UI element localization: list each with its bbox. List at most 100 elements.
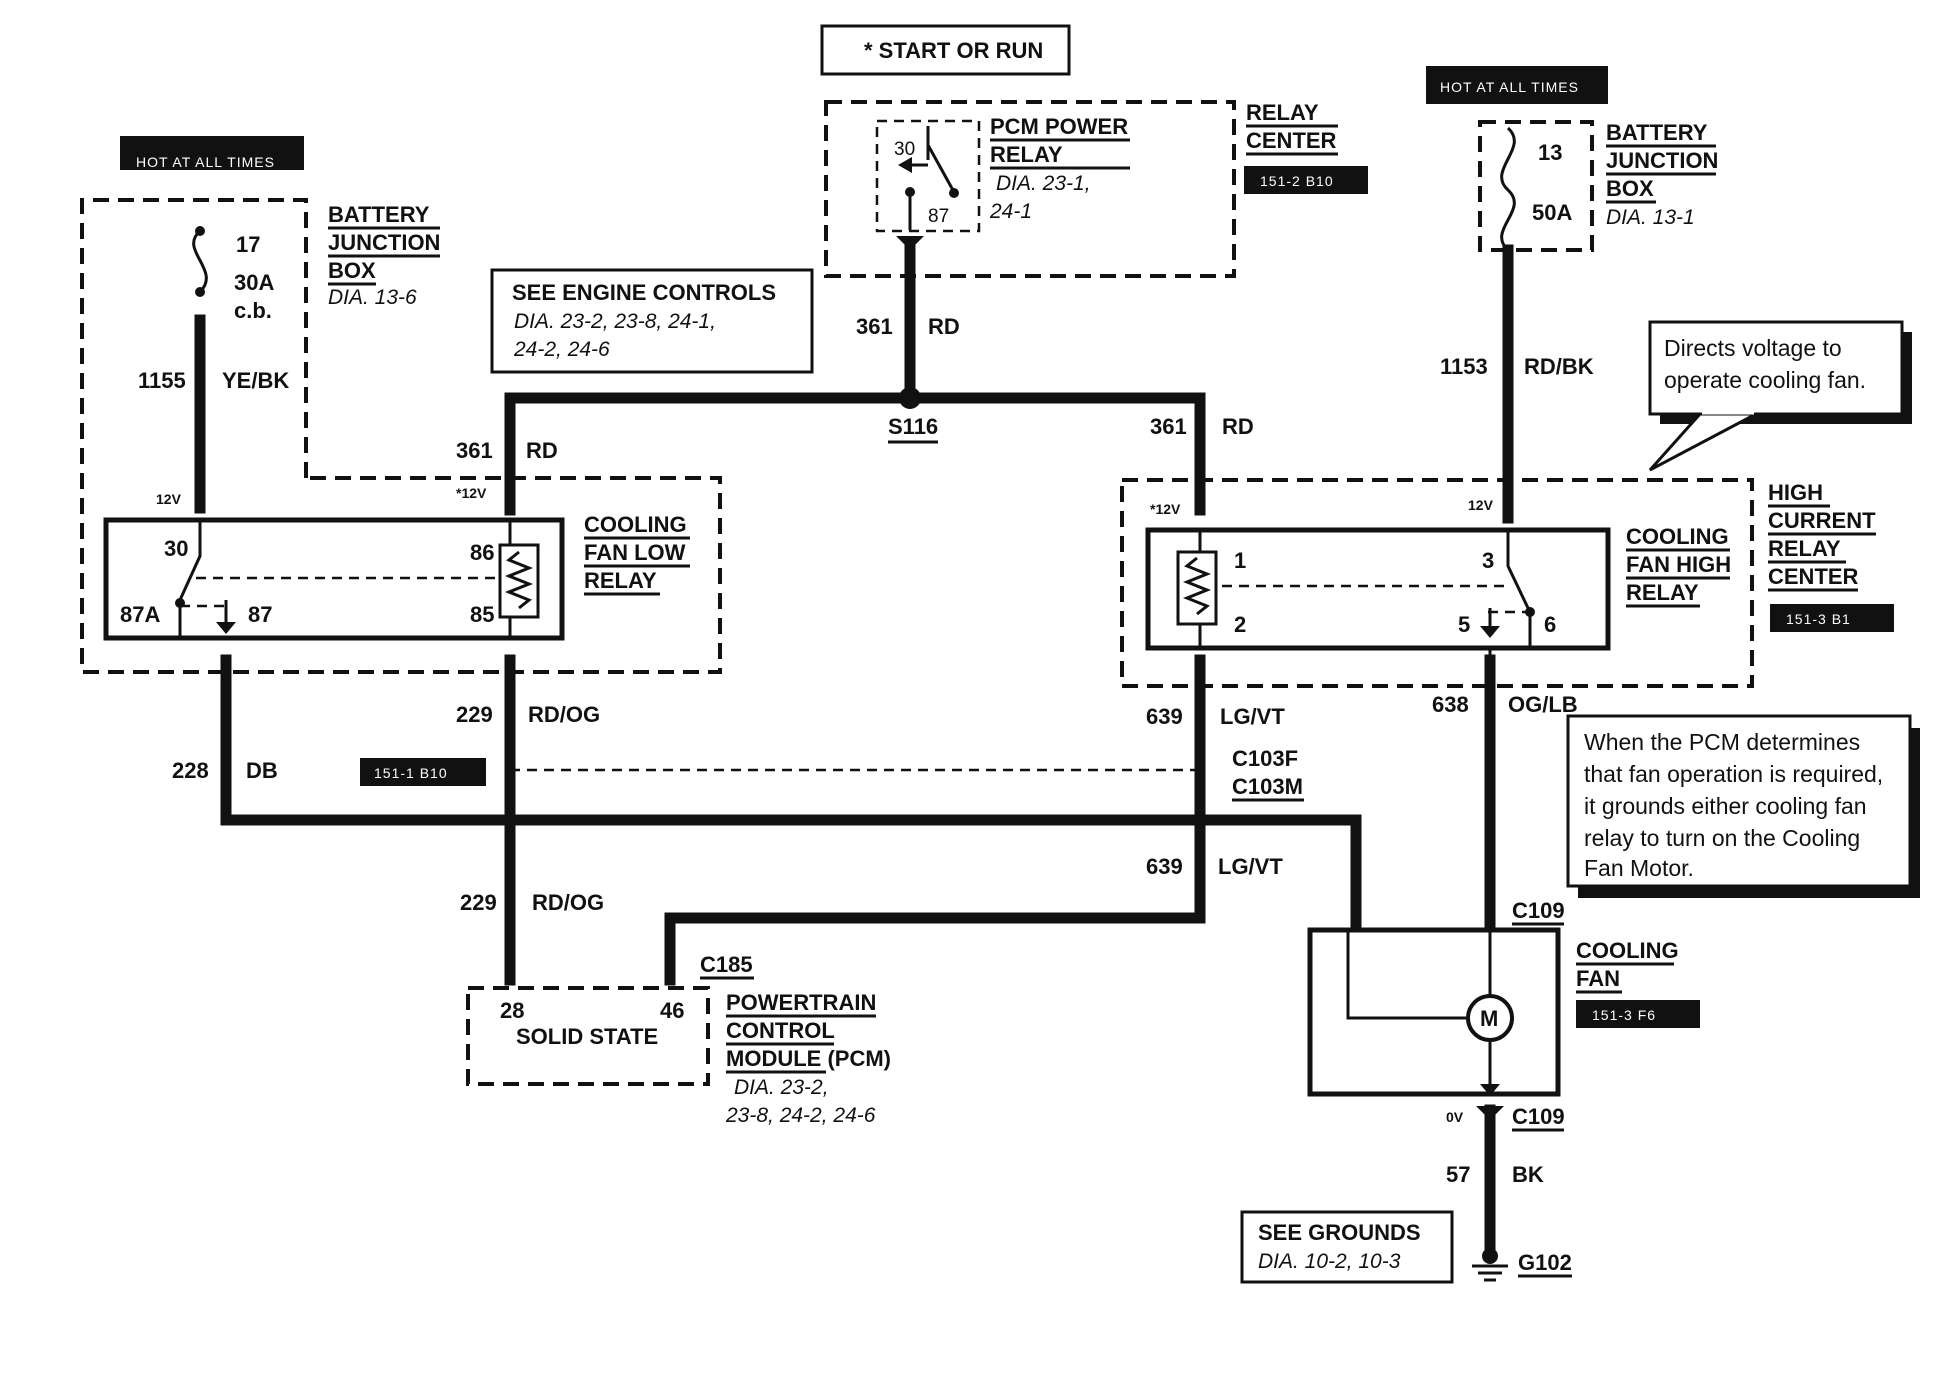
relay-center-line2: CENTER — [1246, 128, 1337, 153]
wire-1153-num: 1153 — [1440, 354, 1488, 379]
connector-c103m: C103M — [1232, 774, 1303, 799]
pcm-dia1: DIA. 23-2, — [734, 1076, 829, 1099]
low-relay-12v-star: *12V — [456, 485, 487, 501]
bjb-left-line1: BATTERY — [328, 202, 430, 227]
relay-center-box: 30 87 PCM POWER RELAY DIA. 23-1, 24-1 RE… — [824, 100, 1368, 278]
engine-controls-dia2: 24-2, 24-6 — [513, 338, 610, 361]
connector-c109-bot: C109 — [1512, 1104, 1565, 1129]
low-relay-12v: 12V — [156, 491, 182, 507]
wire-638-num: 638 — [1432, 692, 1469, 717]
pcm-line2: CONTROL — [726, 1018, 835, 1043]
wire-361-left-num: 361 — [456, 438, 493, 463]
hcrc-line3: RELAY — [1768, 536, 1841, 561]
pcm-power-relay-dia1: DIA. 23-1, — [996, 172, 1091, 195]
note2-line3: it grounds either cooling fan — [1584, 793, 1867, 819]
wire-639-bot-color: LG/VT — [1218, 854, 1283, 879]
ground-g102-label: G102 — [1518, 1250, 1572, 1275]
wire-57-color: BK — [1512, 1162, 1544, 1187]
relay-center-line1: RELAY — [1246, 100, 1319, 125]
ground-symbol-g102 — [1472, 1248, 1508, 1282]
high-relay-pin-5: 5 — [1458, 612, 1470, 637]
ref-151-1-b10: 151-1 B10 — [374, 765, 448, 781]
pcm-solid-state: SOLID STATE — [516, 1024, 658, 1049]
splice-s116-label: S116 — [888, 414, 938, 439]
pcm-relay-pin-30: 30 — [894, 139, 915, 160]
note2-line1: When the PCM determines — [1584, 729, 1860, 755]
pcm-power-relay-line2: RELAY — [990, 142, 1063, 167]
bjb-left-fuse-rating: 30A — [234, 270, 274, 295]
bjb-right-fuse: 50A — [1532, 200, 1572, 225]
high-relay-12v-star: *12V — [1150, 501, 1181, 517]
pcm-power-relay-line1: PCM POWER — [990, 114, 1128, 139]
low-relay-line3: RELAY — [584, 568, 657, 593]
cooling-fan-motor: M COOLING FAN 151-3 F6 — [1307, 927, 1700, 1097]
wire-229-top-num: 229 — [456, 702, 493, 727]
see-grounds-dia: DIA. 10-2, 10-3 — [1258, 1250, 1401, 1273]
wire-1155-color: YE/BK — [222, 368, 289, 393]
wire-228-num: 228 — [172, 758, 209, 783]
pcm-dia2: 23-8, 24-2, 24-6 — [725, 1104, 876, 1127]
note-directs-voltage: Directs voltage to operate cooling fan. — [1648, 320, 1912, 472]
wire-1153-color: RD/BK — [1524, 354, 1594, 379]
relay-center-ref: 151-2 B10 — [1260, 173, 1334, 189]
bjb-right-line1: BATTERY — [1606, 120, 1708, 145]
wire-229-bot-num: 229 — [460, 890, 497, 915]
wire-361-top-color: RD — [928, 314, 960, 339]
wire-361-left-color: RD — [526, 438, 558, 463]
connector-c185: C185 — [700, 952, 753, 977]
wire-638-color: OG/LB — [1508, 692, 1578, 717]
fan-motor-symbol: M — [1480, 1006, 1498, 1031]
wire-361-right-color: RD — [1222, 414, 1254, 439]
high-relay-line2: FAN HIGH — [1626, 552, 1731, 577]
bjb-left-pin: 17 — [236, 232, 260, 257]
start-or-run-box: * START OR RUN — [820, 24, 1071, 76]
hcrc-ref: 151-3 B1 — [1786, 611, 1851, 627]
start-or-run-label: * START OR RUN — [864, 38, 1043, 63]
bjb-right-line2: JUNCTION — [1606, 148, 1718, 173]
pcm-line3: MODULE (PCM) — [726, 1046, 891, 1071]
hcrc-line2: CURRENT — [1768, 508, 1876, 533]
wire-639-top-color: LG/VT — [1220, 704, 1285, 729]
cooling-fan-line2: FAN — [1576, 966, 1620, 991]
battery-junction-box-left: 17 30A c.b. BATTERY JUNCTION BOX DIA. 13… — [80, 198, 722, 674]
low-relay-line1: COOLING — [584, 512, 687, 537]
cooling-fan-ref: 151-3 F6 — [1592, 1007, 1656, 1023]
cooling-fan-low-relay: 30 86 87A 87 85 COOLING FAN LOW RELAY — [103, 512, 690, 641]
pcm-power-relay-dia2: 24-1 — [989, 200, 1032, 223]
pcm-pin-46: 46 — [660, 998, 684, 1023]
note2-line5: Fan Motor. — [1584, 855, 1694, 881]
wire-229-top-color: RD/OG — [528, 702, 600, 727]
wire-639-bot-num: 639 — [1146, 854, 1183, 879]
zero-volt-label: 0V — [1446, 1109, 1464, 1125]
battery-junction-box-right: 13 50A BATTERY JUNCTION BOX DIA. 13-1 — [1478, 120, 1718, 252]
wire-57-num: 57 — [1446, 1162, 1470, 1187]
high-relay-line1: COOLING — [1626, 524, 1729, 549]
bjb-left-fuse-type: c.b. — [234, 298, 272, 323]
powertrain-control-module: 28 46 SOLID STATE POWERTRAIN CONTROL MOD… — [466, 986, 891, 1127]
pcm-line1: POWERTRAIN — [726, 990, 876, 1015]
engine-controls-dia1: DIA. 23-2, 23-8, 24-1, — [514, 310, 716, 333]
note-pcm-grounds: When the PCM determines that fan operati… — [1566, 714, 1920, 898]
high-relay-pin-3: 3 — [1482, 548, 1494, 573]
note2-line4: relay to turn on the Cooling — [1584, 825, 1860, 851]
pcm-relay-pin-87: 87 — [928, 206, 949, 227]
cooling-fan-line1: COOLING — [1576, 938, 1679, 963]
bjb-left-line3: BOX — [328, 258, 376, 283]
connector-c109-top: C109 — [1512, 898, 1565, 923]
see-grounds-title: SEE GROUNDS — [1258, 1220, 1421, 1245]
high-relay-line3: RELAY — [1626, 580, 1699, 605]
bjb-right-dia: DIA. 13-1 — [1606, 206, 1695, 229]
low-relay-pin-86: 86 — [470, 540, 494, 565]
high-current-relay-center: HIGH CURRENT RELAY CENTER 151-3 B1 — [1120, 478, 1894, 688]
engine-controls-box: SEE ENGINE CONTROLS DIA. 23-2, 23-8, 24-… — [490, 268, 814, 374]
hot-at-all-times-right: HOT AT ALL TIMES — [1440, 79, 1579, 95]
bjb-left-dia: DIA. 13-6 — [328, 286, 417, 309]
note1-line1: Directs voltage to — [1664, 335, 1842, 361]
high-relay-pin-1: 1 — [1234, 548, 1246, 573]
hot-at-all-times-left: HOT AT ALL TIMES — [136, 154, 275, 170]
low-relay-pin-30: 30 — [164, 536, 188, 561]
wire-639-top-num: 639 — [1146, 704, 1183, 729]
wire-1155-num: 1155 — [138, 368, 186, 393]
note2-line2: that fan operation is required, — [1584, 761, 1883, 787]
high-relay-12v: 12V — [1468, 497, 1494, 513]
